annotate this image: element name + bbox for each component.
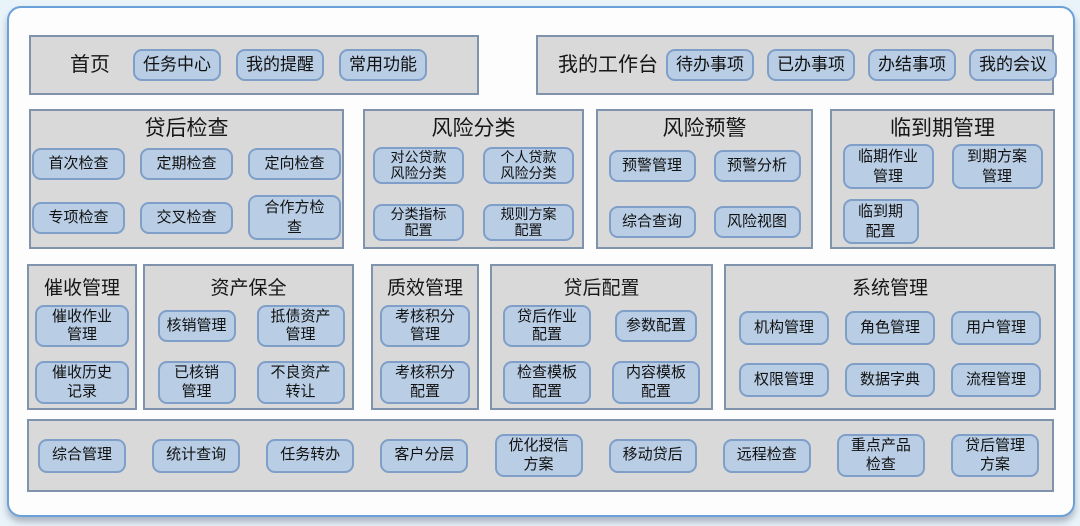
panel-quality: 质效管理 考核积分 管理考核积分 配置 xyxy=(371,264,479,410)
panel-risk-warning-title: 风险预警 xyxy=(662,117,747,140)
panel-home: 首页 任务中心我的提醒常用功能 xyxy=(29,35,479,95)
module-button[interactable]: 不良资产 转让 xyxy=(256,361,345,404)
module-button[interactable]: 分类指标 配置 xyxy=(373,203,464,242)
module-button[interactable]: 预警管理 xyxy=(608,149,696,182)
module-button[interactable]: 核销管理 xyxy=(157,310,236,343)
module-button[interactable]: 首次检查 xyxy=(32,148,125,181)
panel-misc: 综合管理统计查询任务转办客户分层优化授信 方案移动贷后远程检查重点产品 检查贷后… xyxy=(27,419,1054,492)
module-button[interactable]: 综合管理 xyxy=(38,438,126,473)
panel-risk-class: 风险分类 对公贷款 风险分类个人贷款 风险分类分类指标 配置规则方案 配置 xyxy=(363,109,584,249)
panel-loan-check-title: 贷后检查 xyxy=(144,117,229,140)
module-button[interactable]: 交叉检查 xyxy=(140,201,233,234)
module-button[interactable]: 考核积分 管理 xyxy=(380,304,470,348)
panel-asset-buttons: 核销管理抵债资产 管理已核销 管理不良资产 转让 xyxy=(153,301,345,408)
panel-system: 系统管理 机构管理角色管理用户管理权限管理数据字典流程管理 xyxy=(724,264,1056,410)
module-button[interactable]: 优化授信 方案 xyxy=(494,434,583,477)
panel-workbench-title: 我的工作台 xyxy=(558,54,658,76)
module-button[interactable]: 检查模板 配置 xyxy=(503,361,591,404)
module-button[interactable]: 考核积分 配置 xyxy=(380,361,470,404)
module-button[interactable]: 规则方案 配置 xyxy=(483,203,574,242)
module-button[interactable]: 远程检查 xyxy=(722,438,811,473)
module-button[interactable]: 已办事项 xyxy=(767,49,855,81)
module-button[interactable]: 我的会议 xyxy=(969,49,1057,81)
module-button[interactable]: 我的提醒 xyxy=(236,49,324,81)
panel-loan-config-title: 贷后配置 xyxy=(563,278,640,299)
module-button[interactable]: 客户分层 xyxy=(380,438,469,473)
module-button[interactable]: 数据字典 xyxy=(845,363,935,398)
module-button[interactable]: 个人贷款 风险分类 xyxy=(483,146,574,185)
panel-risk-class-buttons: 对公贷款 风险分类个人贷款 风险分类分类指标 配置规则方案 配置 xyxy=(373,141,574,247)
module-button[interactable]: 参数配置 xyxy=(615,310,697,343)
app-canvas: 首页 任务中心我的提醒常用功能 我的工作台 待办事项已办事项办结事项我的会议 贷… xyxy=(7,6,1075,517)
panel-maturity: 临到期管理 临期作业 管理到期方案 管理临到期 配置 xyxy=(830,109,1055,249)
module-button[interactable]: 贷后管理 方案 xyxy=(951,434,1039,477)
module-button[interactable]: 重点产品 检查 xyxy=(836,434,925,477)
panel-collection-title: 催收管理 xyxy=(43,278,120,299)
module-button[interactable]: 待办事项 xyxy=(666,49,754,81)
panel-maturity-buttons: 临期作业 管理到期方案 管理临到期 配置 xyxy=(842,141,1043,247)
panel-system-buttons: 机构管理角色管理用户管理权限管理数据字典流程管理 xyxy=(739,301,1041,408)
panel-workbench: 我的工作台 待办事项已办事项办结事项我的会议 xyxy=(536,35,1057,95)
module-button[interactable]: 任务转办 xyxy=(266,438,355,473)
module-button[interactable]: 抵债资产 管理 xyxy=(256,304,345,348)
module-button[interactable]: 预警分析 xyxy=(713,149,801,182)
module-button[interactable]: 临到期 配置 xyxy=(842,199,919,245)
panel-collection: 催收管理 催收作业 管理催收历史 记录 xyxy=(27,264,137,410)
module-button[interactable]: 到期方案 管理 xyxy=(951,144,1043,190)
module-button[interactable]: 催收历史 记录 xyxy=(35,361,129,404)
panel-loan-config-buttons: 贷后作业 配置参数配置检查模板 配置内容模板 配置 xyxy=(503,301,700,408)
module-button[interactable]: 流程管理 xyxy=(951,363,1041,398)
module-button[interactable]: 定向检查 xyxy=(248,148,341,181)
panel-misc-buttons: 综合管理统计查询任务转办客户分层优化授信 方案移动贷后远程检查重点产品 检查贷后… xyxy=(29,434,1052,477)
panel-loan-config: 贷后配置 贷后作业 配置参数配置检查模板 配置内容模板 配置 xyxy=(490,264,713,410)
panel-system-title: 系统管理 xyxy=(851,278,928,299)
module-button[interactable]: 办结事项 xyxy=(868,49,956,81)
panel-risk-warning: 风险预警 预警管理预警分析综合查询风险视图 xyxy=(596,109,813,249)
module-button[interactable]: 定期检查 xyxy=(140,148,233,181)
module-button[interactable]: 移动贷后 xyxy=(608,438,697,473)
panel-loan-check-buttons: 首次检查定期检查定向检查专项检查交叉检查合作方检 查 xyxy=(32,141,341,247)
panel-loan-check: 贷后检查 首次检查定期检查定向检查专项检查交叉检查合作方检 查 xyxy=(29,109,344,249)
module-button[interactable]: 任务中心 xyxy=(133,49,221,81)
module-button[interactable]: 用户管理 xyxy=(951,311,1041,346)
module-button[interactable]: 机构管理 xyxy=(739,311,829,346)
panel-collection-buttons: 催收作业 管理催收历史 记录 xyxy=(35,301,129,408)
module-button[interactable]: 角色管理 xyxy=(845,311,935,346)
panel-risk-class-title: 风险分类 xyxy=(431,117,516,140)
module-button[interactable]: 专项检查 xyxy=(32,201,125,234)
panel-quality-title: 质效管理 xyxy=(386,278,463,299)
module-button[interactable]: 临期作业 管理 xyxy=(842,144,934,190)
module-button[interactable]: 权限管理 xyxy=(739,363,829,398)
panel-quality-buttons: 考核积分 管理考核积分 配置 xyxy=(380,301,470,408)
panel-home-buttons: 任务中心我的提醒常用功能 xyxy=(133,49,427,81)
module-button[interactable]: 风险视图 xyxy=(713,206,801,239)
module-button[interactable]: 内容模板 配置 xyxy=(612,361,700,404)
module-button[interactable]: 已核销 管理 xyxy=(157,361,236,404)
module-button[interactable]: 催收作业 管理 xyxy=(35,304,129,348)
module-button[interactable]: 合作方检 查 xyxy=(248,195,341,241)
module-button[interactable]: 统计查询 xyxy=(152,438,241,473)
module-button[interactable]: 贷后作业 配置 xyxy=(503,304,591,348)
module-button[interactable]: 常用功能 xyxy=(339,49,427,81)
panel-workbench-buttons: 待办事项已办事项办结事项我的会议 xyxy=(666,49,1057,81)
panel-risk-warning-buttons: 预警管理预警分析综合查询风险视图 xyxy=(608,141,801,247)
panel-home-title: 首页 xyxy=(70,54,110,76)
panel-asset: 资产保全 核销管理抵债资产 管理已核销 管理不良资产 转让 xyxy=(143,264,354,410)
module-button[interactable]: 对公贷款 风险分类 xyxy=(373,146,464,185)
panel-asset-title: 资产保全 xyxy=(210,278,287,299)
panel-maturity-title: 临到期管理 xyxy=(890,117,995,140)
module-button[interactable]: 综合查询 xyxy=(608,206,696,239)
